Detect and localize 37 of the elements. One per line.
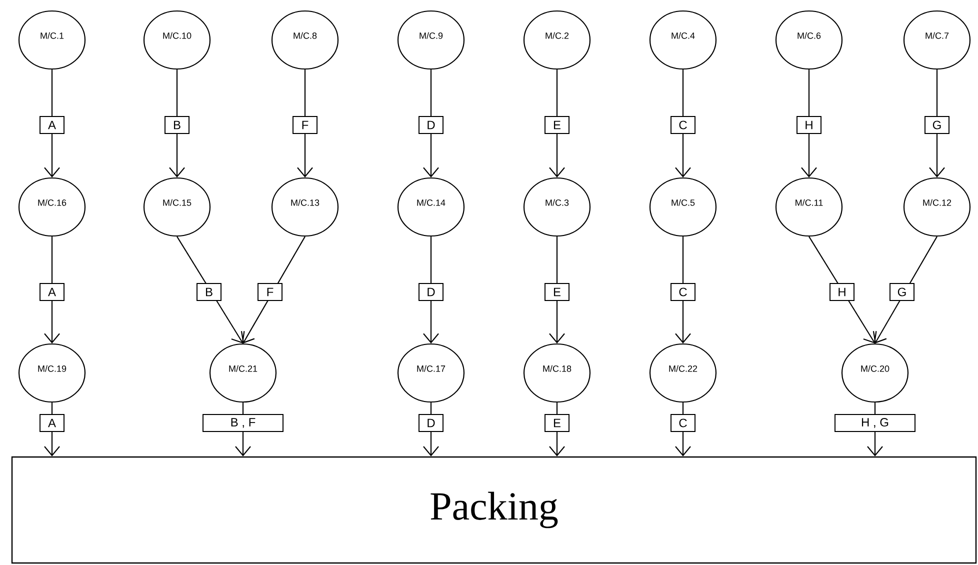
edge-label: A [40,283,64,301]
edge-label: G [924,116,950,134]
edge-label: E [544,283,570,301]
arrow [176,236,245,344]
edge-label: C [670,116,696,134]
arrow [872,236,938,344]
packing-box: Packing [11,456,977,564]
arrow [929,70,945,178]
edge-label: D [418,414,444,432]
edge-label: B , F [202,414,284,432]
edge-label: F [258,283,282,301]
arrow [808,236,877,344]
edge-label: B [196,283,222,301]
edge-label: D [418,116,444,134]
edge-label: H , G [834,414,916,432]
arrow [297,70,313,178]
edge-label: H [796,116,822,134]
arrow [423,70,439,178]
edge-label: C [670,283,696,301]
arrow [240,236,306,344]
edge-label: F [292,116,318,134]
edge-label: H [830,283,854,301]
arrow [169,70,185,178]
arrow [549,70,565,178]
edge-label: A [40,116,64,134]
arrow [549,402,565,456]
edge-label: G [890,283,914,301]
arrow [423,402,439,456]
edge-label: C [670,414,696,432]
edge-label: B [164,116,190,134]
arrow [549,236,565,344]
edge-label: E [544,414,570,432]
arrow [801,70,817,178]
edge-label: E [544,116,570,134]
arrow [423,236,439,344]
edge-label: A [40,414,64,432]
edge-label: D [418,283,444,301]
